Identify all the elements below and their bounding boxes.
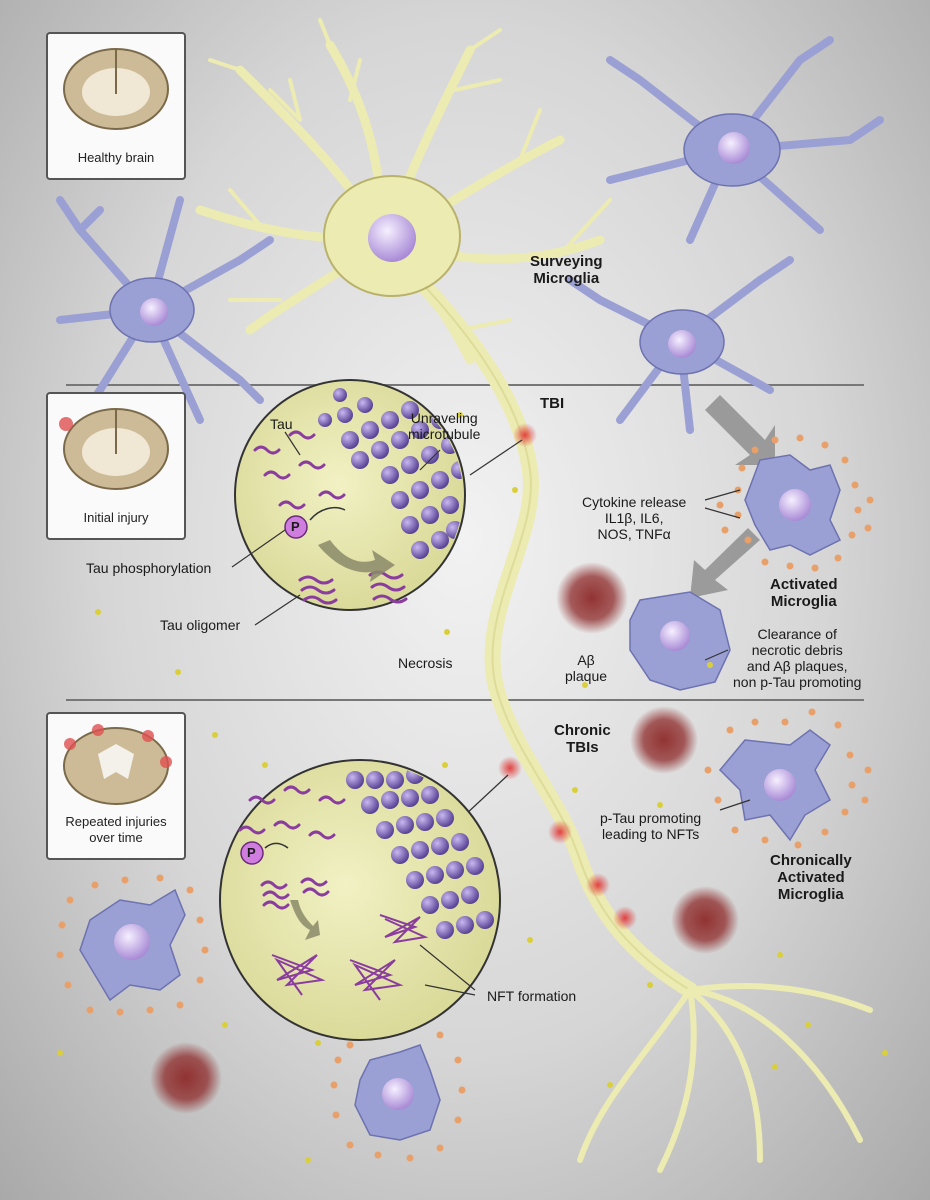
microglia-surveying (56, 36, 884, 434)
inset-caption: Initial injury (83, 510, 149, 525)
label-tau-oligomer: Tau oligomer (160, 617, 241, 633)
amyloid-plaque (150, 1042, 222, 1114)
label-tau: Tau (270, 416, 293, 432)
zoom-leader (464, 774, 509, 816)
inset-caption: Healthy brain (77, 150, 155, 165)
arrow-icon (705, 395, 775, 465)
phosphate-label: P (291, 519, 300, 534)
label-tbi: TBI (540, 395, 565, 412)
injury-spot (613, 906, 637, 930)
injury-spot (498, 756, 522, 780)
cytokine-dots (56, 708, 872, 1162)
inset-repeated-injuries: Repeated injuries over time (46, 712, 186, 860)
tau-proteins (238, 785, 346, 910)
phosphate-icon (284, 515, 308, 539)
phosphate-icon (240, 841, 264, 865)
inset-caption: over time (89, 830, 143, 845)
label-necrosis: Necrosis (398, 655, 453, 671)
arrow-icon (290, 900, 320, 940)
label-tau-phosphorylation: Tau phosphorylation (86, 560, 212, 576)
tau-proteins (253, 430, 408, 605)
inset-caption: Repeated injuries (65, 814, 167, 829)
microtubule (346, 766, 494, 939)
brain-coronal-icon (63, 48, 169, 130)
arrow-icon (318, 540, 395, 582)
brain-coronal-icon (63, 724, 172, 805)
label-nft-formation: NFT formation (487, 988, 577, 1004)
microglia-chronic (354, 1044, 441, 1141)
neuron-nucleus (368, 214, 416, 262)
inset-healthy-brain: Healthy brain (46, 32, 186, 180)
amyloid-plaque (556, 562, 628, 634)
microglia-chronic (718, 729, 831, 842)
injury-spot (548, 820, 572, 844)
microglia-nucleus (718, 132, 750, 164)
brain-coronal-icon (59, 408, 169, 490)
phosphate-label: P (247, 845, 256, 860)
microtubule (318, 388, 463, 559)
microglia-phagocytic (629, 591, 731, 691)
injury-spot (513, 423, 537, 447)
zoom-leader (469, 439, 523, 476)
inset-initial-injury: Initial injury (46, 392, 186, 540)
leader-lines (231, 431, 751, 996)
nft-tangles (271, 914, 429, 1001)
arrow-icon (690, 528, 760, 598)
amyloid-plaque (671, 886, 739, 954)
microglia-activated (744, 454, 842, 556)
microglia-nucleus (140, 298, 168, 326)
zoom-circle (219, 759, 501, 1041)
necrotic-debris (57, 401, 888, 1163)
microglia-nucleus (668, 330, 696, 358)
amyloid-plaque (630, 706, 698, 774)
injury-spot (586, 873, 610, 897)
microglia-chronic (79, 888, 186, 1002)
